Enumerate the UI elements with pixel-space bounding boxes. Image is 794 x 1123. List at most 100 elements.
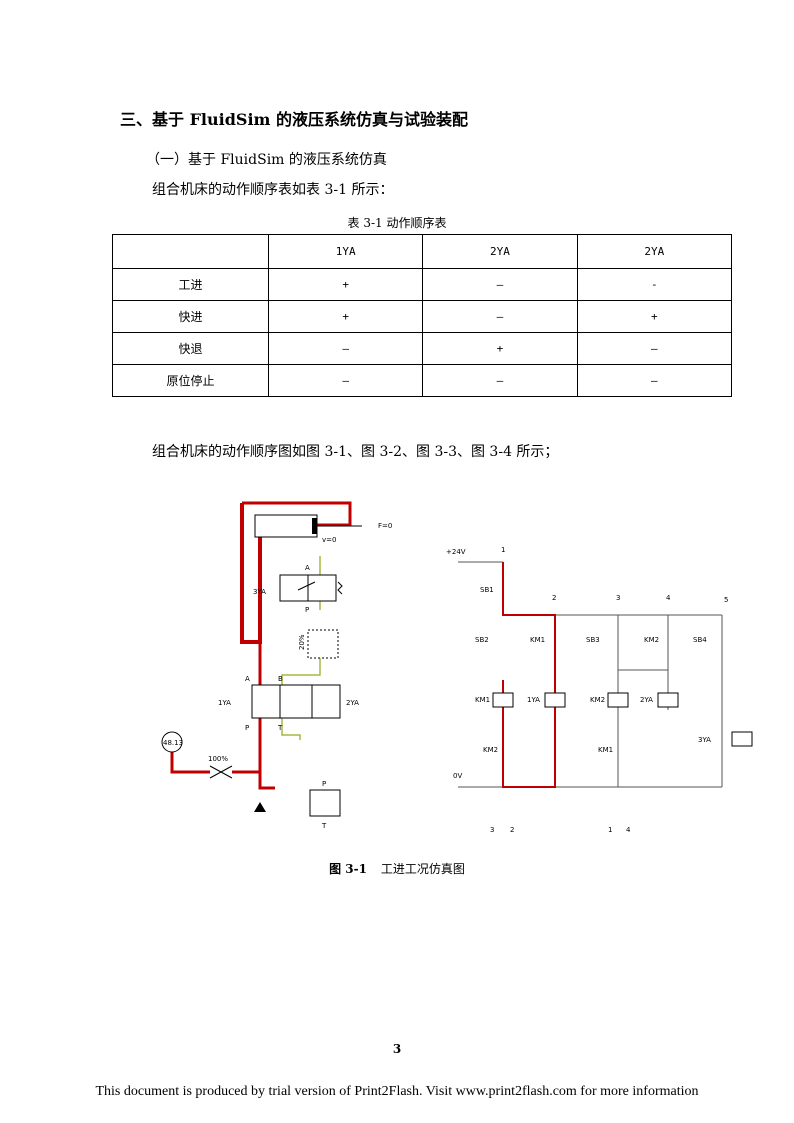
table-header-cell: 1YA — [267, 234, 424, 269]
table-cell: + — [576, 300, 733, 333]
table-header-cell: 2YA — [576, 234, 733, 269]
table-cell: – — [576, 364, 733, 397]
table-row: 快退 – + – — [112, 332, 733, 365]
ground-label: 0V — [453, 772, 462, 780]
sb4-label: SB4 — [693, 636, 707, 644]
3ya-coil-label: 3YA — [698, 736, 711, 744]
1ya-coil-label: 1YA — [527, 696, 540, 704]
table-row: 工进 + – - — [112, 268, 733, 301]
pressure-line-gauge — [170, 752, 260, 774]
cylinder-piston — [312, 518, 317, 534]
force-label: F=0 — [378, 522, 392, 530]
electrical-ladder: +24V 0V 1 2 3 4 5 SB1 SB2 SB3 SB4 KM1 KM… — [446, 546, 753, 834]
table-header-cell: 2YA — [422, 234, 578, 269]
km1-contact-label: KM1 — [530, 636, 545, 644]
port-p2-label: P — [245, 724, 249, 732]
section-title: 三、基于 FluidSim 的液压系统仿真与试验装配 — [120, 110, 469, 129]
relief-valve — [309, 789, 341, 817]
sol-3ya-label: 3YA — [253, 588, 266, 596]
table-cell: – — [576, 332, 733, 365]
energized-path — [502, 562, 556, 788]
table-header-row: 1YA 2YA 2YA — [112, 234, 733, 269]
table-cell: 快进 — [112, 300, 269, 333]
port-b-label: B — [278, 675, 283, 683]
valve-43-center — [279, 684, 313, 719]
cylinder-body — [254, 514, 318, 538]
hydraulic-simulation-figure: F=0 v=0 A P 3YA 20% A B P T 1YA 2YA 48.1… — [161, 501, 753, 834]
table-caption: 表 3-1 动作顺序表 — [347, 216, 447, 230]
velocity-label: v=0 — [322, 536, 336, 544]
col-1-label: 1 — [501, 546, 505, 554]
table-cell: + — [267, 300, 424, 333]
ref-a1: 3 — [490, 826, 494, 834]
sol-1ya-label: 1YA — [218, 699, 231, 707]
col-5-label: 5 — [724, 596, 728, 604]
coil-1ya — [544, 692, 566, 708]
sol-2ya-label: 2YA — [346, 699, 359, 707]
port-a2-label: A — [245, 675, 250, 683]
table-cell: - — [576, 268, 733, 301]
ref-b1: 1 — [608, 826, 612, 834]
return-line-b — [281, 718, 301, 740]
sb3-label: SB3 — [586, 636, 600, 644]
sub-title: （一）基于 FluidSim 的液压系统仿真 — [146, 152, 387, 168]
figure-caption-text: 工进工况仿真图 — [380, 862, 465, 876]
spring-icon — [337, 581, 343, 595]
coil-km1 — [492, 692, 514, 708]
page-number: 3 — [392, 1042, 402, 1056]
arrow-icon — [297, 581, 316, 591]
pump-icon — [254, 802, 266, 812]
port-a-label: A — [305, 564, 310, 572]
sb1-label: SB1 — [480, 586, 494, 594]
valve-open-icon — [209, 765, 233, 779]
col-2-label: 2 — [552, 594, 556, 602]
port-p-label: P — [305, 606, 309, 614]
valve-3ya-right — [307, 574, 337, 602]
pressure-line-supply — [258, 610, 275, 790]
intro-figure-paragraph: 组合机床的动作顺序图如图 3-1、图 3-2、图 3-3、图 3-4 所示； — [152, 444, 559, 460]
valve-3ya-left — [279, 574, 309, 602]
table-cell: 工进 — [112, 268, 269, 301]
figure-caption-number: 图 3-1 — [329, 862, 367, 876]
2ya-coil-label: 2YA — [640, 696, 653, 704]
table-header-cell — [112, 234, 269, 269]
pressure-gauge-icon — [161, 731, 183, 753]
table-cell: – — [422, 364, 578, 397]
pressure-line-loop — [240, 503, 262, 644]
table-row: 快进 + – + — [112, 300, 733, 333]
table-cell: – — [422, 300, 578, 333]
hydraulic-circuit: F=0 v=0 A P 3YA 20% A B P T 1YA 2YA 48.1… — [161, 501, 392, 830]
figure-caption: 图 3-1 工进工况仿真图 — [0, 860, 794, 877]
port-t-label: T — [277, 724, 283, 732]
coil-2ya — [657, 692, 679, 708]
col-3-label: 3 — [616, 594, 620, 602]
table-cell: – — [267, 332, 424, 365]
km2-nc-label: KM2 — [483, 746, 498, 754]
action-sequence-table: 1YA 2YA 2YA 工进 + – - 快进 + – + 快退 – + – 原… — [112, 234, 733, 397]
km1-nc-label: KM1 — [598, 746, 613, 754]
table-cell: 原位停止 — [112, 364, 269, 397]
coil-km2 — [607, 692, 629, 708]
km1-coil-label: KM1 — [475, 696, 490, 704]
valve-43-left — [251, 684, 281, 719]
throttle-valve — [307, 629, 339, 659]
watermark-footer: This document is produced by trial versi… — [95, 1084, 699, 1099]
sb2-label: SB2 — [475, 636, 489, 644]
table-cell: + — [267, 268, 424, 301]
table-row: 原位停止 – – – — [112, 364, 733, 397]
table-cell: + — [422, 332, 578, 365]
table-cell: – — [422, 268, 578, 301]
table-cell: 快退 — [112, 332, 269, 365]
valve-43-right — [311, 684, 341, 719]
throttle-label: 20% — [298, 634, 306, 650]
gauge-label: 48.13 — [163, 739, 183, 747]
col-4-label: 4 — [666, 594, 671, 602]
ref-a2: 2 — [510, 826, 514, 834]
intro-table-paragraph: 组合机床的动作顺序表如表 3-1 所示： — [152, 182, 394, 198]
pressure-line-top — [242, 501, 352, 527]
port-p3-label: P — [322, 780, 326, 788]
coil-3ya — [731, 731, 753, 747]
supply-label: +24V — [446, 548, 466, 556]
km2-coil-label: KM2 — [590, 696, 605, 704]
port-t3-label: T — [321, 822, 327, 830]
